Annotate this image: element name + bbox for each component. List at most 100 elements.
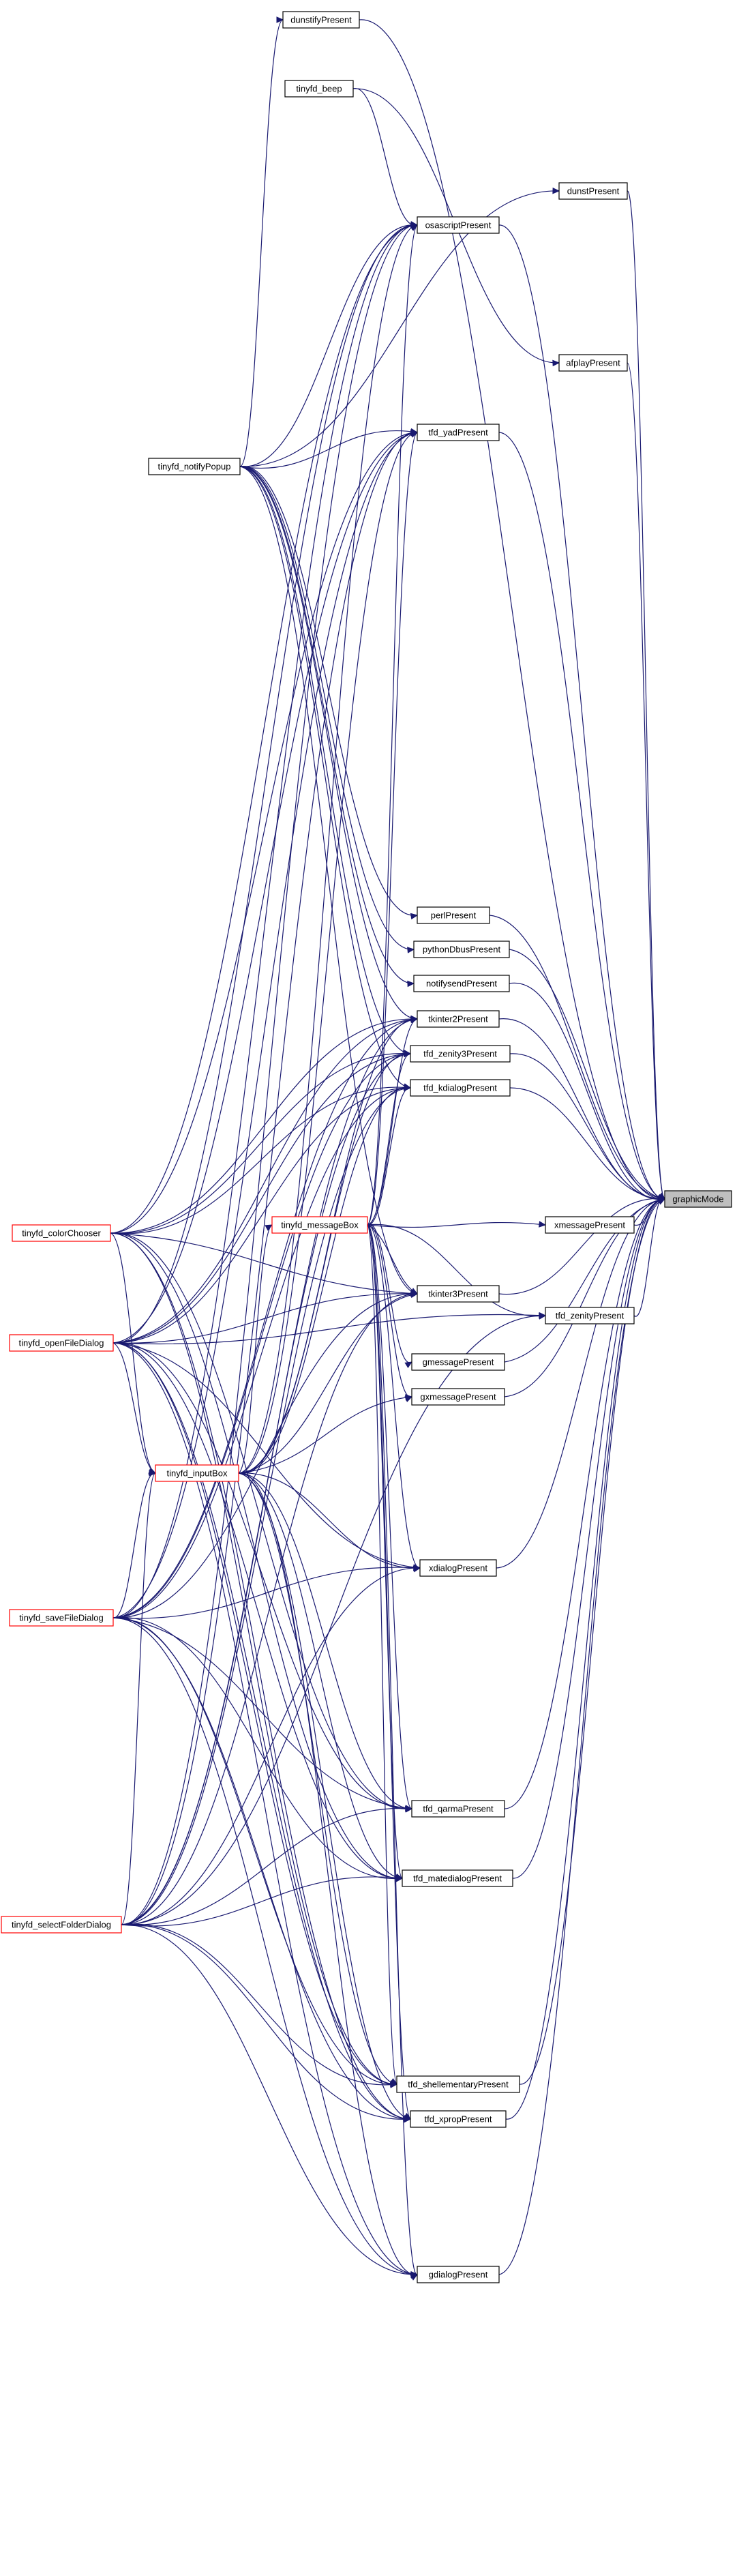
node-tkinter3Present[interactable]: tkinter3Present (417, 1285, 500, 1303)
edge-tinyfd_inputBox-to-osascriptPresent (238, 224, 418, 1474)
arrowhead-tinyfd_selectFolderDialog-to-tfd_kdialogPresent (404, 1084, 412, 1092)
node-tinyfd_beep[interactable]: tinyfd_beep (284, 80, 354, 98)
node-tfd_qarmaPresent[interactable]: tfd_qarmaPresent (411, 1800, 505, 1818)
node-box-dunstifyPresent[interactable] (282, 11, 360, 29)
node-box-notifysendPresent[interactable] (413, 975, 510, 992)
edge-tinyfd_messageBox-to-gdialogPresent (367, 1224, 418, 2275)
node-tfd_zenity3Present[interactable]: tfd_zenity3Present (410, 1045, 511, 1063)
edge-tinyfd_selectFolderDialog-to-tfd_yadPresent (121, 432, 418, 1925)
edge-tinyfd_notifyPopup-to-osascriptPresent (239, 224, 418, 467)
arrowhead-tinyfd_notifyPopup-to-pythonDbusPresent (407, 947, 415, 953)
node-box-perlPresent[interactable] (417, 906, 490, 924)
edge-tinyfd_selectFolderDialog-to-gdialogPresent (121, 1924, 418, 2275)
edge-tinyfd_saveFileDialog-to-tfd_matedialogPresent (112, 1617, 403, 1879)
node-box-tinyfd_openFileDialog[interactable] (9, 1334, 114, 1352)
node-tinyfd_messageBox[interactable]: tinyfd_messageBox (271, 1216, 368, 1234)
edge-tinyfd_selectFolderDialog-to-tfd_qarmaPresent (121, 1807, 412, 1926)
edge-tinyfd_inputBox-to-tinyfd_messageBox (238, 1224, 273, 1474)
node-box-osascriptPresent[interactable] (417, 216, 500, 234)
node-box-tinyfd_selectFolderDialog[interactable] (1, 1916, 122, 1934)
edge-tinyfd_notifyPopup-to-dunstifyPresent (239, 19, 284, 467)
node-gxmessagePresent[interactable]: gxmessagePresent (411, 1388, 505, 1406)
node-box-tfd_xpropPresent[interactable] (410, 2110, 507, 2128)
node-box-tfd_shellementaryPresent[interactable] (396, 2075, 520, 2093)
node-tinyfd_notifyPopup[interactable]: tinyfd_notifyPopup (148, 458, 241, 475)
node-tkinter2Present[interactable]: tkinter2Present (417, 1010, 500, 1028)
node-box-tkinter3Present[interactable] (417, 1285, 500, 1303)
node-tinyfd_openFileDialog[interactable]: tinyfd_openFileDialog (9, 1334, 114, 1352)
edge-tinyfd_messageBox-to-tfd_yadPresent (367, 432, 418, 1226)
node-box-xmessagePresent[interactable] (545, 1216, 635, 1234)
node-box-tkinter2Present[interactable] (417, 1010, 500, 1028)
node-label-graphicMode: graphicMode (672, 1194, 723, 1204)
node-box-tfd_zenity3Present[interactable] (410, 1045, 511, 1063)
node-box-tfd_yadPresent[interactable] (417, 424, 500, 441)
node-box-gxmessagePresent[interactable] (411, 1388, 505, 1406)
node-dunstifyPresent[interactable]: dunstifyPresent (282, 11, 360, 29)
node-box-dunstPresent[interactable] (558, 182, 628, 200)
edge-tinyfd_saveFileDialog-to-tkinter3Present (112, 1293, 418, 1618)
node-tfd_matedialogPresent[interactable]: tfd_matedialogPresent (402, 1869, 513, 1887)
node-osascriptPresent[interactable]: osascriptPresent (417, 216, 500, 234)
node-box-tinyfd_messageBox[interactable] (271, 1216, 368, 1234)
node-graphicMode[interactable]: graphicMode (664, 1190, 732, 1208)
edge-gxmessagePresent-to-graphicMode (504, 1198, 665, 1397)
node-box-tinyfd_colorChooser[interactable] (12, 1224, 111, 1242)
node-tinyfd_inputBox[interactable]: tinyfd_inputBox (155, 1464, 239, 1482)
node-tinyfd_saveFileDialog[interactable]: tinyfd_saveFileDialog (9, 1609, 114, 1627)
edge-tinyfd_colorChooser-to-tfd_shellementaryPresent (110, 1232, 397, 2085)
edge-tinyfd_selectFolderDialog-to-tfd_zenity3Present (121, 1053, 411, 1925)
node-label-tinyfd_saveFileDialog: tinyfd_saveFileDialog (19, 1613, 104, 1623)
node-box-tinyfd_notifyPopup[interactable] (148, 458, 241, 475)
edge-tinyfd_saveFileDialog-to-tfd_zenity3Present (112, 1053, 411, 1618)
node-gmessagePresent[interactable]: gmessagePresent (411, 1353, 505, 1371)
node-tfd_kdialogPresent[interactable]: tfd_kdialogPresent (410, 1079, 511, 1097)
node-box-tinyfd_saveFileDialog[interactable] (9, 1609, 114, 1627)
edge-tinyfd_selectFolderDialog-to-tfd_kdialogPresent (121, 1087, 411, 1925)
node-box-gdialogPresent[interactable] (417, 2266, 500, 2283)
node-tfd_xpropPresent[interactable]: tfd_xpropPresent (410, 2110, 507, 2128)
node-box-gmessagePresent[interactable] (411, 1353, 505, 1371)
node-box-graphicMode[interactable] (664, 1190, 732, 1208)
node-label-tinyfd_messageBox: tinyfd_messageBox (281, 1220, 359, 1230)
node-tfd_yadPresent[interactable]: tfd_yadPresent (417, 424, 500, 441)
node-perlPresent[interactable]: perlPresent (417, 906, 490, 924)
edge-tinyfd_openFileDialog-to-xdialogPresent (112, 1342, 421, 1569)
node-xmessagePresent[interactable]: xmessagePresent (545, 1216, 635, 1234)
node-box-afplayPresent[interactable] (558, 354, 628, 372)
node-pythonDbusPresent[interactable]: pythonDbusPresent (413, 941, 510, 958)
node-afplayPresent[interactable]: afplayPresent (558, 354, 628, 372)
node-tfd_zenityPresent[interactable]: tfd_zenityPresent (545, 1307, 635, 1324)
node-label-tfd_matedialogPresent: tfd_matedialogPresent (413, 1874, 502, 1884)
node-dunstPresent[interactable]: dunstPresent (558, 182, 628, 200)
edge-tinyfd_selectFolderDialog-to-tinyfd_inputBox (121, 1472, 156, 1925)
node-box-tfd_matedialogPresent[interactable] (402, 1869, 513, 1887)
node-tinyfd_selectFolderDialog[interactable]: tinyfd_selectFolderDialog (1, 1916, 122, 1934)
node-box-xdialogPresent[interactable] (419, 1559, 497, 1577)
node-label-gdialogPresent: gdialogPresent (429, 2270, 488, 2280)
arrowhead-tinyfd_notifyPopup-to-dunstPresent (552, 187, 560, 194)
edge-tinyfd_openFileDialog-to-osascriptPresent (112, 224, 418, 1344)
edge-xdialogPresent-to-graphicMode (496, 1198, 665, 1569)
edge-tinyfd_saveFileDialog-to-tfd_kdialogPresent (112, 1087, 411, 1618)
node-label-gxmessagePresent: gxmessagePresent (420, 1392, 496, 1402)
node-xdialogPresent[interactable]: xdialogPresent (419, 1559, 497, 1577)
node-notifysendPresent[interactable]: notifysendPresent (413, 975, 510, 992)
node-label-gmessagePresent: gmessagePresent (423, 1357, 494, 1367)
edge-tfd_qarmaPresent-to-graphicMode (504, 1198, 665, 1809)
node-box-pythonDbusPresent[interactable] (413, 941, 510, 958)
node-box-tfd_kdialogPresent[interactable] (410, 1079, 511, 1097)
node-box-tinyfd_inputBox[interactable] (155, 1464, 239, 1482)
edge-osascriptPresent-to-graphicMode (498, 224, 665, 1200)
node-label-tfd_shellementaryPresent: tfd_shellementaryPresent (408, 2079, 509, 2090)
node-gdialogPresent[interactable]: gdialogPresent (417, 2266, 500, 2283)
edge-tinyfd_notifyPopup-to-notifysendPresent (239, 466, 415, 984)
node-box-tfd_qarmaPresent[interactable] (411, 1800, 505, 1818)
node-tfd_shellementaryPresent[interactable]: tfd_shellementaryPresent (396, 2075, 520, 2093)
nodes-layer: dunstifyPresent tinyfd_beep dunstPresent os… (1, 11, 732, 2283)
node-box-tfd_zenityPresent[interactable] (545, 1307, 635, 1324)
arrowhead-tinyfd_selectFolderDialog-to-tfd_qarmaPresent (405, 1805, 413, 1812)
node-box-tinyfd_beep[interactable] (284, 80, 354, 98)
edge-tinyfd_saveFileDialog-to-tkinter2Present (112, 1018, 418, 1618)
node-tinyfd_colorChooser[interactable]: tinyfd_colorChooser (12, 1224, 111, 1242)
